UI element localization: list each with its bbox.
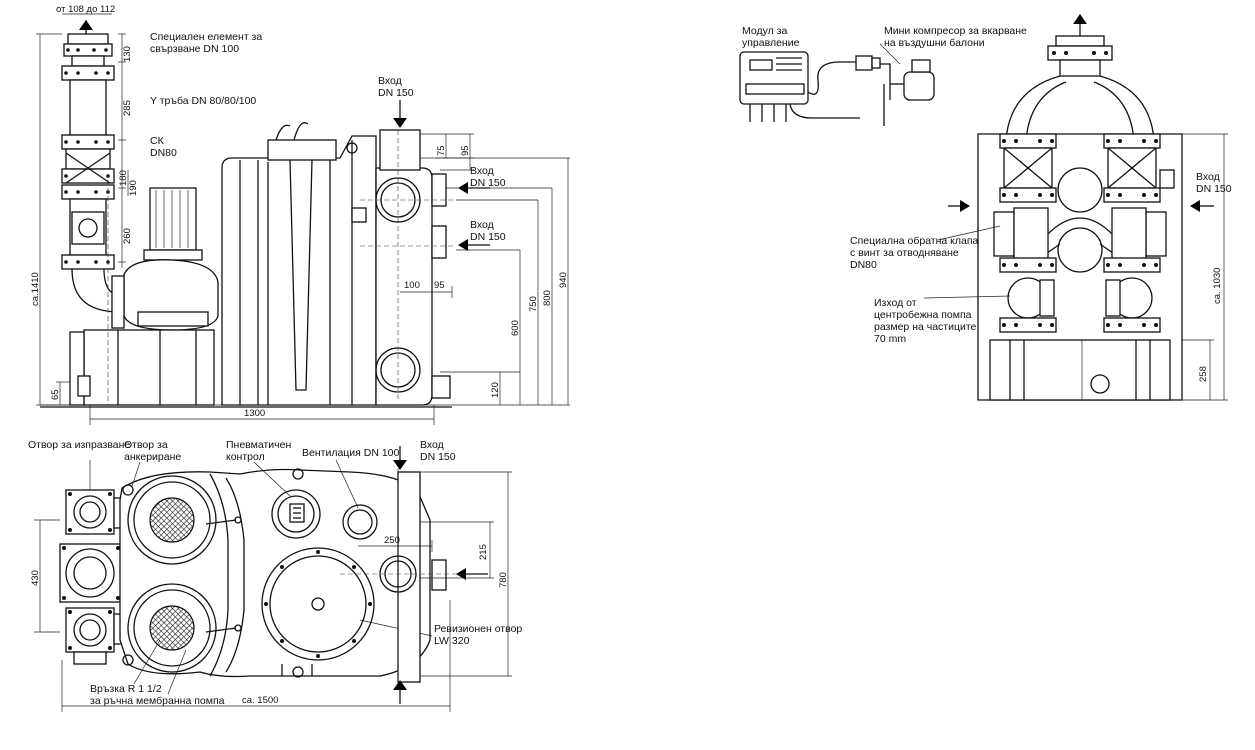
- label-control-module: Модул за: [742, 25, 787, 37]
- label-revision: Ревизионен отвор: [434, 623, 522, 635]
- dim-ca1500: ca. 1500: [242, 695, 278, 706]
- label-revision-size: LW 320: [434, 635, 470, 647]
- label-top-inlet-dn: DN 150: [420, 451, 456, 463]
- label-inlet-top: Вход: [378, 75, 402, 87]
- side-outlet: [1005, 14, 1155, 141]
- label-pneumatic-2: контрол: [226, 451, 265, 463]
- label-pneumatic: Пневматичен: [226, 439, 291, 451]
- label-compressor: Мини компресор за вкарване: [884, 25, 1027, 37]
- label-anchor-hole: Отвор за: [124, 439, 168, 451]
- top-inlet-chamber: [340, 446, 488, 704]
- dim-940: 940: [558, 272, 569, 288]
- label-check-valve-dn: DN80: [150, 147, 177, 159]
- dim-285: 285: [122, 100, 133, 116]
- dim-800: 800: [542, 290, 553, 306]
- label-pump-outlet: Изход от: [874, 297, 917, 309]
- dim-750: 750: [528, 296, 539, 312]
- side-right-column: [1103, 133, 1175, 333]
- label-inlet-a-dn: DN 150: [470, 177, 506, 189]
- dim-130: 130: [122, 46, 133, 62]
- vent-dn100: [342, 504, 378, 540]
- top-pump-left: [127, 475, 242, 565]
- mini-compressor: [855, 55, 935, 126]
- front-riser-pipe: [61, 20, 125, 313]
- label-pump-outlet-2: центробежна помпа: [874, 309, 972, 321]
- side-view: Модул за управление Мини компресор за вк…: [739, 14, 1232, 401]
- dim-ca1410: ca.1410: [30, 272, 41, 306]
- label-special-element-dn: свързване DN 100: [150, 43, 239, 55]
- dim-95-top: 95: [460, 145, 471, 156]
- dim-ca1030: ca. 1030: [1212, 268, 1223, 304]
- label-y-pipe: Y тръба DN 80/80/100: [150, 95, 256, 107]
- dim-780: 780: [498, 572, 509, 588]
- top-left-pipework: [59, 489, 123, 665]
- dim-75: 75: [436, 145, 447, 156]
- label-vent: Вентилация DN 100: [302, 447, 400, 459]
- label-side-inlet: Вход: [1196, 171, 1220, 183]
- front-dimensions-right: [89, 133, 570, 425]
- dim-top-range: от 108 до 112: [56, 4, 115, 15]
- label-connection-2: за ръчна мембранна помпа: [90, 695, 225, 707]
- dim-1300: 1300: [244, 408, 265, 419]
- front-pump-motor: [111, 187, 219, 331]
- label-side-check-valve: Специална обратна клапа: [850, 235, 979, 247]
- side-left-column: [993, 133, 1057, 333]
- label-inlet-a: Вход: [470, 165, 494, 177]
- label-side-check-valve-3: DN80: [850, 259, 877, 271]
- dim-190: 190: [128, 180, 139, 196]
- label-pump-outlet-4: 70 mm: [874, 333, 906, 345]
- front-view: от 108 до 112 Специален елемент за свърз…: [30, 4, 570, 425]
- dim-180: 180: [118, 170, 129, 186]
- top-tank-body: [119, 468, 431, 678]
- dim-65: 65: [50, 389, 61, 400]
- label-inlet-b: Вход: [470, 219, 494, 231]
- dim-430: 430: [30, 570, 41, 586]
- control-module: [739, 51, 860, 122]
- label-connection: Връзка R 1 1/2: [90, 683, 162, 695]
- label-drain-hole: Отвор за изпразване: [28, 439, 130, 451]
- dim-250: 250: [384, 535, 400, 546]
- label-side-check-valve-2: с винт за отводняване: [850, 247, 959, 259]
- dim-95-mid: 95: [434, 280, 445, 291]
- dim-258: 258: [1198, 366, 1209, 382]
- dim-260: 260: [122, 228, 133, 244]
- front-base: [69, 180, 215, 406]
- label-inlet-top-dn: DN 150: [378, 87, 414, 99]
- label-side-inlet-dn: DN 150: [1196, 183, 1232, 195]
- label-check-valve: СК: [150, 135, 165, 147]
- dim-600: 600: [510, 320, 521, 336]
- dim-100: 100: [404, 280, 420, 291]
- pneumatic-control: [271, 489, 321, 539]
- label-special-element: Специален елемент за: [150, 31, 262, 43]
- top-view: Отвор за изпразване Отвор за анкериране …: [28, 439, 522, 712]
- dim-215: 215: [478, 544, 489, 560]
- revision-opening: [261, 547, 433, 661]
- top-pump-right: [127, 583, 242, 673]
- front-inlet-chamber: [360, 129, 456, 406]
- label-pump-outlet-3: размер на частиците: [874, 321, 977, 333]
- label-top-inlet: Вход: [420, 439, 444, 451]
- dim-120: 120: [490, 382, 501, 398]
- label-control-module-2: управление: [742, 37, 800, 49]
- label-compressor-2: на въздушни балони: [884, 37, 985, 49]
- label-inlet-b-dn: DN 150: [470, 231, 506, 243]
- front-dimensions-left: [36, 13, 129, 406]
- front-tank: [221, 122, 377, 406]
- label-anchor-hole-2: анкериране: [124, 451, 181, 463]
